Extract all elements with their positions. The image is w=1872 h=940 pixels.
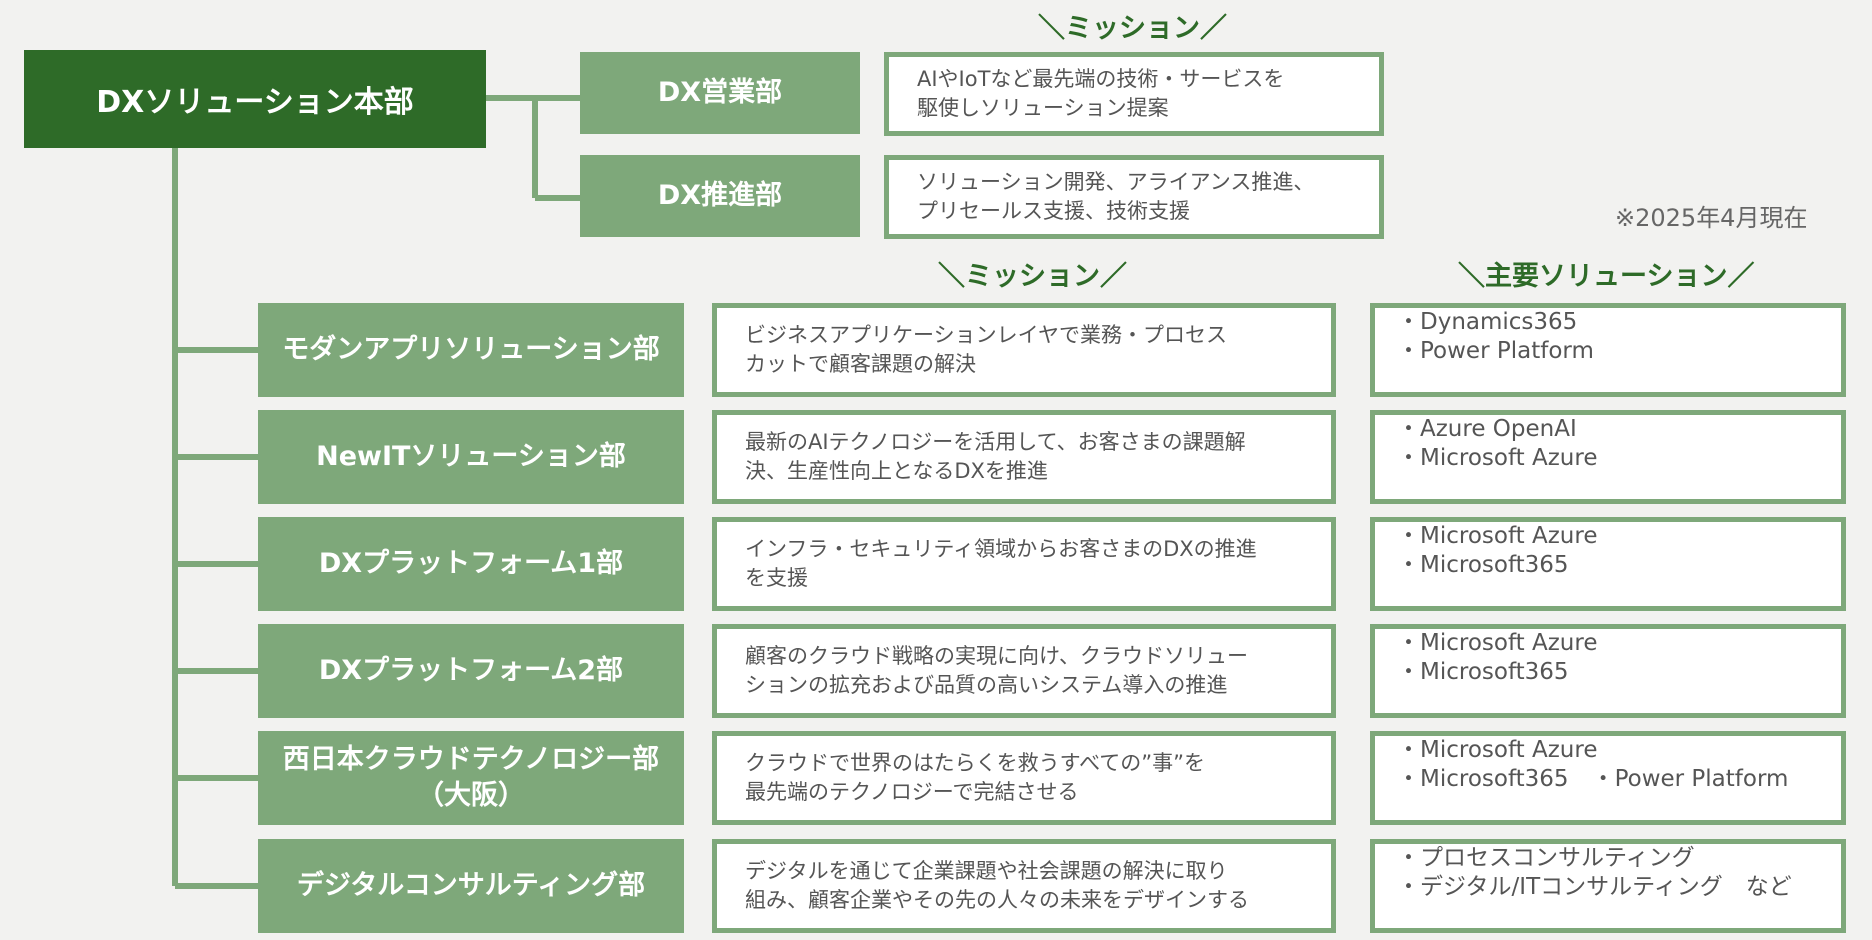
solutions-row-6: ・プロセスコンサルティング・デジタル/ITコンサルティング など xyxy=(1370,839,1846,933)
mission-line: 組み、顧客企業やその先の人々の未来をデザインする xyxy=(745,888,1249,912)
mission-line: ビジネスアプリケーションレイヤで業務・プロセス xyxy=(745,323,1227,347)
mission-row-1: ビジネスアプリケーションレイヤで業務・プロセスカットで顧客課題の解決 xyxy=(712,303,1336,397)
mission-line: プリセールス支援、技術支援 xyxy=(917,199,1190,223)
mission-row-2: 最新のAIテクノロジーを活用して、お客さまの課題解決、生産性向上となるDXを推進 xyxy=(712,410,1336,504)
dept-row-1: モダンアプリソリューション部 xyxy=(258,303,684,397)
solutions-row-2: ・Azure OpenAI ・Microsoft Azure xyxy=(1370,410,1846,504)
mission-dx-promotion: ソリューション開発、アライアンス推進、 プリセールス支援、技術支援 xyxy=(884,155,1384,239)
solutions-row-3: ・Microsoft Azure ・Microsoft365 xyxy=(1370,517,1846,611)
mission-row-6: デジタルを通じて企業課題や社会課題の解決に取り組み、顧客企業やその先の人々の未来… xyxy=(712,839,1336,933)
mission-heading-top: ＼ミッション／ xyxy=(1038,13,1227,44)
solutions-row-4: ・Microsoft Azure ・Microsoft365 xyxy=(1370,624,1846,718)
dept-row-2: NewITソリューション部 xyxy=(258,410,684,504)
dept-name: DX推進部 xyxy=(657,180,783,211)
solution-line: ・Microsoft Azure xyxy=(1397,523,1598,549)
dept-name-line: （大阪） xyxy=(417,780,525,811)
solution-line: ・Dynamics365 xyxy=(1397,309,1578,335)
dept-name-line: 西日本クラウドテクノロジー部 xyxy=(282,744,660,775)
dept-name-line: NewITソリューション部 xyxy=(316,441,626,472)
solution-line: ・Microsoft365 xyxy=(1397,659,1569,685)
mission-line: インフラ・セキュリティ領域からお客さまのDXの推進 xyxy=(745,537,1257,561)
solution-line: ・Microsoft365 xyxy=(1397,552,1569,578)
root-dx-solutions-hq: DXソリューション本部 xyxy=(24,50,486,148)
dept-name-line: デジタルコンサルティング部 xyxy=(296,870,646,901)
mission-line: AIやIoTなど最先端の技術・サービスを xyxy=(917,67,1285,91)
mission-line: 最新のAIテクノロジーを活用して、お客さまの課題解 xyxy=(745,430,1246,454)
mission-line: デジタルを通じて企業課題や社会課題の解決に取り xyxy=(745,859,1228,883)
mission-line: カットで顧客課題の解決 xyxy=(745,352,976,376)
mission-line: ソリューション開発、アライアンス推進、 xyxy=(917,170,1315,194)
solution-line: ・Microsoft Azure xyxy=(1397,737,1598,763)
mission-dx-sales: AIやIoTなど最先端の技術・サービスを 駆使しソリューション提案 xyxy=(884,52,1384,136)
solution-line: ・Microsoft Azure xyxy=(1397,445,1598,471)
root-label: DXソリューション本部 xyxy=(96,85,414,120)
dept-name-line: モダンアプリソリューション部 xyxy=(282,334,660,365)
dept-name: DX営業部 xyxy=(657,77,783,108)
dept-dx-promotion: DX推進部 xyxy=(580,155,860,237)
mission-line: クラウドで世界のはたらくを救うすべての”事”を xyxy=(745,751,1206,775)
mission-line: 駆使しソリューション提案 xyxy=(917,96,1169,120)
solution-line: ・プロセスコンサルティング xyxy=(1397,845,1695,871)
mission-line: を支援 xyxy=(745,566,808,590)
mission-row-4: 顧客のクラウド戦略の実現に向け、クラウドソリューションの拡充および品質の高いシス… xyxy=(712,624,1336,718)
mission-line: ションの拡充および品質の高いシステム導入の推進 xyxy=(745,673,1228,697)
mission-line: 決、生産性向上となるDXを推進 xyxy=(745,459,1048,483)
solution-line: ・Microsoft365 ・Power Platform xyxy=(1397,766,1789,792)
solution-line: ・Azure OpenAI xyxy=(1397,416,1577,442)
dept-name-line: DXプラットフォーム2部 xyxy=(318,655,624,686)
solution-line: ・Power Platform xyxy=(1397,338,1594,364)
mission-line: 顧客のクラウド戦略の実現に向け、クラウドソリュー xyxy=(745,644,1248,668)
dept-name-line: DXプラットフォーム1部 xyxy=(318,548,624,579)
dept-row-4: DXプラットフォーム2部 xyxy=(258,624,684,718)
mission-row-3: インフラ・セキュリティ領域からお客さまのDXの推進を支援 xyxy=(712,517,1336,611)
solutions-row-5: ・Microsoft Azure ・Microsoft365 ・Power Pla… xyxy=(1370,731,1846,825)
solution-line: ・Microsoft Azure xyxy=(1397,630,1598,656)
solution-line: ・デジタル/ITコンサルティング など xyxy=(1397,874,1792,900)
mission-row-5: クラウドで世界のはたらくを救うすべての”事”を最先端のテクノロジーで完結させる xyxy=(712,731,1336,825)
dept-dx-sales: DX営業部 xyxy=(580,52,860,134)
dept-row-3: DXプラットフォーム1部 xyxy=(258,517,684,611)
solutions-row-1: ・Dynamics365 ・Power Platform xyxy=(1370,303,1846,397)
as-of-note: ※2025年4月現在 xyxy=(1615,204,1808,232)
dept-row-6: デジタルコンサルティング部 xyxy=(258,839,684,933)
solutions-heading: ＼主要ソリューション／ xyxy=(1458,261,1755,292)
connector-lines xyxy=(172,95,580,889)
mission-line: 最先端のテクノロジーで完結させる xyxy=(745,780,1079,804)
mission-heading-bottom: ＼ミッション／ xyxy=(938,261,1127,292)
dept-row-5: 西日本クラウドテクノロジー部 （大阪） xyxy=(258,731,684,825)
